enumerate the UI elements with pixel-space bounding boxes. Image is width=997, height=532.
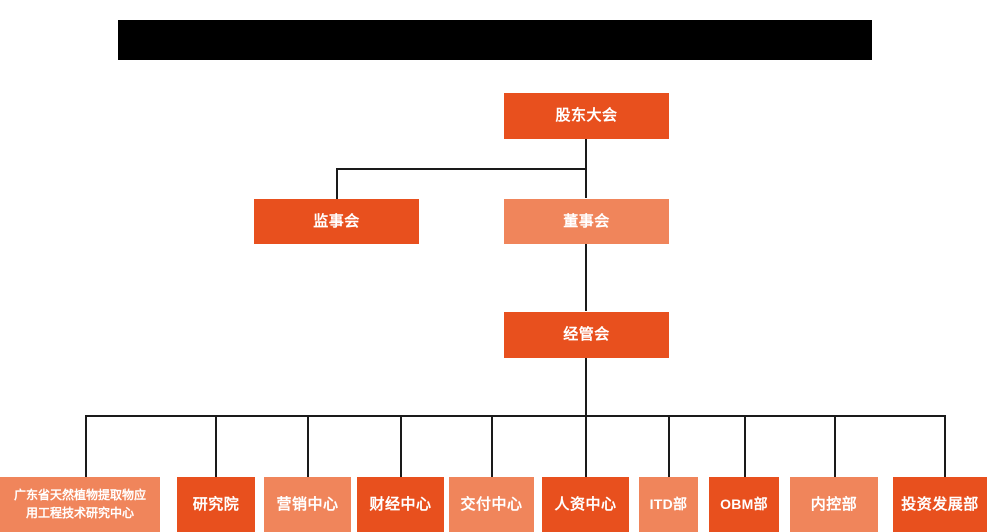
node-internal-control-department[interactable]: 内控部 [790,477,878,532]
connector-directors-to-management [585,243,587,311]
node-research-center[interactable]: 广东省天然植物提取物应 用工程技术研究中心 [0,477,160,532]
node-shareholders[interactable]: 股东大会 [504,93,669,139]
node-research-center-label-line1: 广东省天然植物提取物应 [13,488,146,503]
node-research-center-label: 广东省天然植物提取物应 用工程技术研究中心 [14,487,146,522]
connector-drop-delivery-center [491,415,493,477]
connector-drop-itd-department [668,415,670,477]
node-research-center-label-line2: 用工程技术研究中心 [25,505,134,520]
connector-drop-obm-department [744,415,746,477]
connector-drop-institute [215,415,217,477]
node-itd-department[interactable]: ITD部 [639,477,698,532]
node-hr-center[interactable]: 人资中心 [542,477,629,532]
connector-drop-investment-development-department [944,415,946,477]
redacted-title-banner [118,20,872,60]
node-management[interactable]: 经管会 [504,312,669,358]
connector-drop-hr-center [585,415,587,477]
connector-drop-internal-control-department [834,415,836,477]
connector-drop-research-center [85,415,87,477]
connector-drop-finance-center [400,415,402,477]
node-supervisors[interactable]: 监事会 [254,199,419,244]
connector-level1-to-level2-bus [336,168,587,170]
node-delivery-center[interactable]: 交付中心 [449,477,534,532]
node-marketing-center[interactable]: 营销中心 [264,477,351,532]
node-institute[interactable]: 研究院 [177,477,255,532]
node-investment-development-department[interactable]: 投资发展部 [893,477,987,532]
node-obm-department[interactable]: OBM部 [709,477,779,532]
connector-management-stem [585,358,587,416]
connector-drop-marketing-center [307,415,309,477]
node-directors[interactable]: 董事会 [504,199,669,244]
connector-level4-bus [85,415,945,417]
node-finance-center[interactable]: 财经中心 [357,477,444,532]
connector-supervisors-drop [336,168,338,200]
